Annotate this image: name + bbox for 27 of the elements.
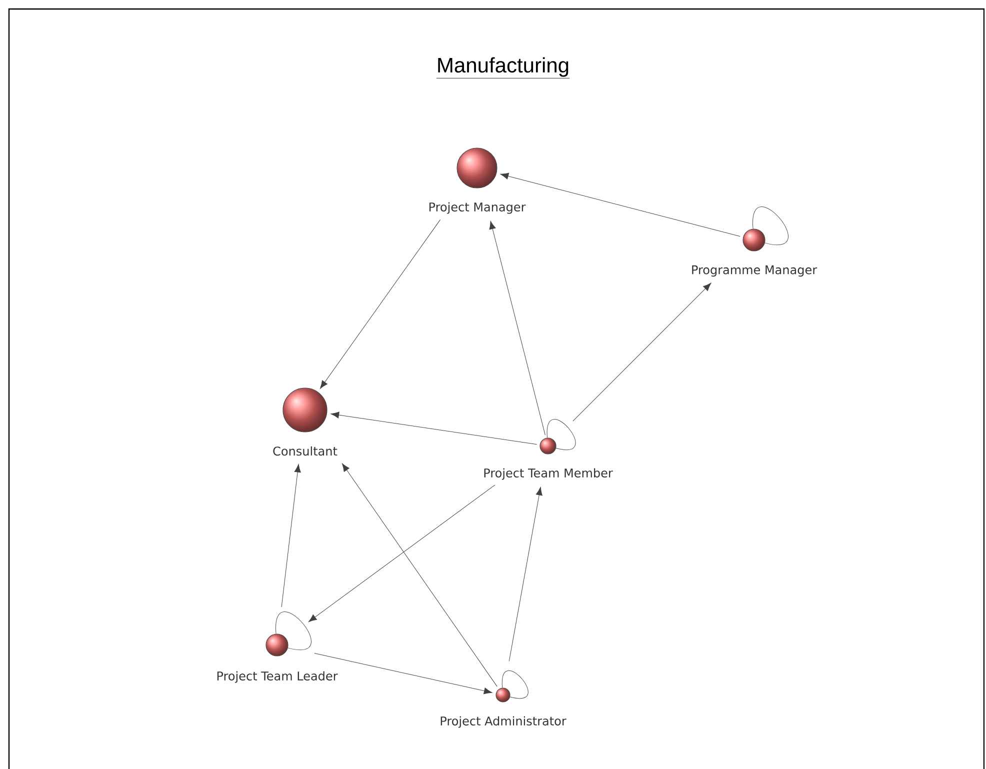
self-loop <box>276 612 312 650</box>
network-node: Project Team Leader <box>217 634 338 683</box>
arrow <box>342 463 498 687</box>
node-label: Programme Manager <box>692 265 818 277</box>
network-node: Programme Manager <box>692 228 818 277</box>
self-loop <box>547 419 576 450</box>
arrow <box>320 219 441 389</box>
self-loop <box>752 206 788 246</box>
arrow <box>330 412 538 445</box>
arrow <box>500 172 740 237</box>
network-node: Consultant <box>273 388 338 456</box>
arrow <box>308 484 496 622</box>
arrow <box>508 486 542 662</box>
title: Manufacturing <box>436 57 570 78</box>
node-label: Project Team Member <box>484 468 613 480</box>
node-label: Project Team Leader <box>217 671 338 683</box>
network-node: Project Manager <box>429 148 526 214</box>
self-loop <box>502 670 528 699</box>
node-label: Project Manager <box>429 202 526 214</box>
arrow <box>489 220 546 436</box>
arrow <box>281 464 301 608</box>
network-node: Project Team Member <box>484 438 613 480</box>
node-label: Consultant <box>273 446 338 456</box>
network-node: Project Administrator <box>440 688 566 728</box>
arrow <box>572 282 712 422</box>
node-label: Project Administrator <box>440 716 566 728</box>
arrow <box>314 653 492 694</box>
